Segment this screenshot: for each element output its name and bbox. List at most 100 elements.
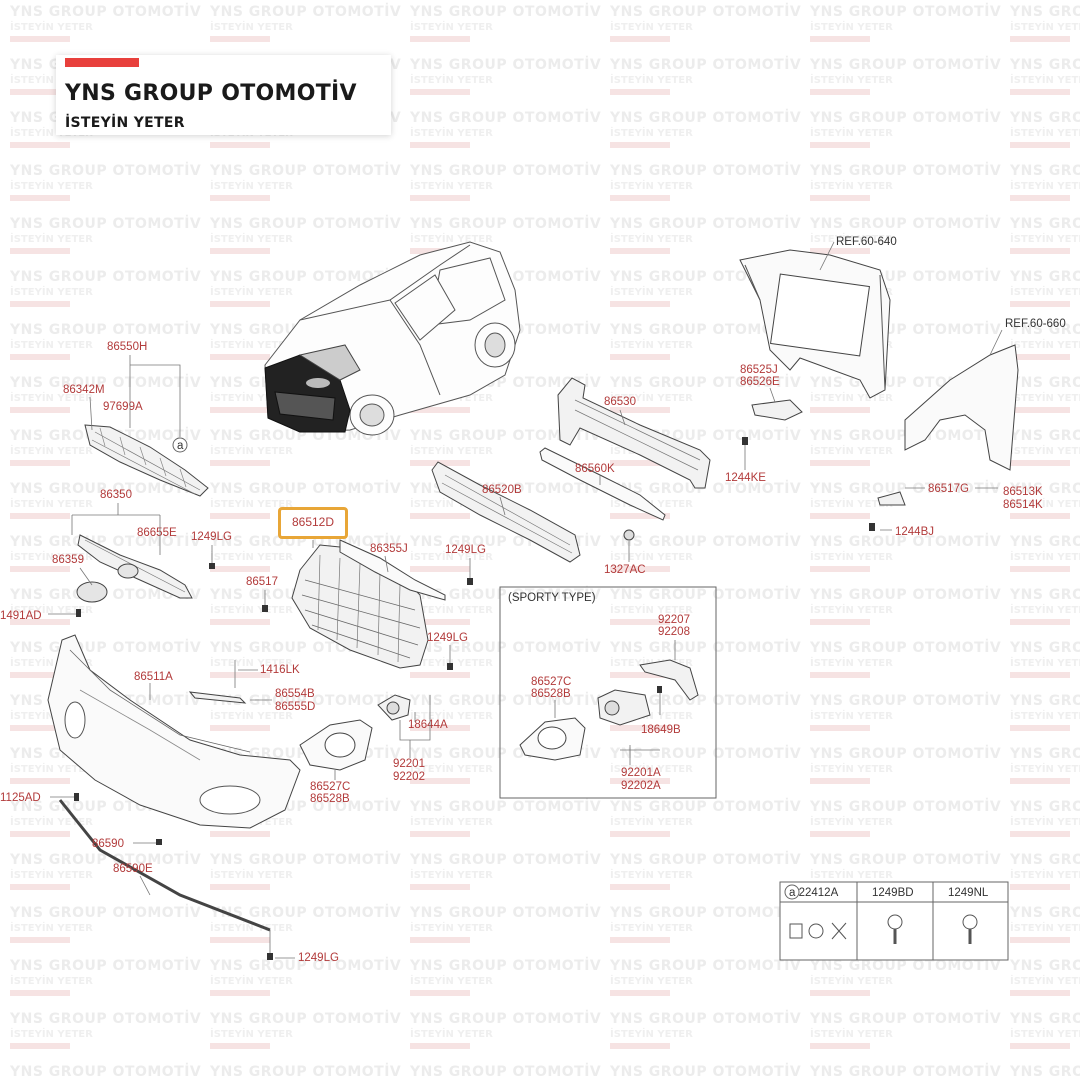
watermark-bar [410,566,470,572]
label-1327AC: 1327AC [604,564,646,576]
watermark-line1: YNS GROUP OTOMOTİV [810,534,1002,550]
watermark-line2: İSTEYİN YETER [610,340,693,351]
watermark-line2: İSTEYİN YETER [10,446,93,457]
watermark-line1: YNS GROUP OTOMOTİV [210,481,402,497]
watermark-bar [210,36,270,42]
watermark-bar [1010,937,1070,943]
watermark-line1: YNS GROUP OTOMOTİV [1010,693,1080,709]
grille-86350 [76,534,193,603]
watermark-bar [10,778,70,784]
label-86528B: 86528B [310,793,350,805]
upper-grille-86550H [84,424,209,497]
label-86350: 86350 [100,489,132,501]
watermark-line1: YNS GROUP OTOMOTİV [810,1064,1002,1080]
watermark-bar [810,195,870,201]
watermark-bar [410,619,470,625]
watermark-line2: İSTEYİN YETER [10,1029,93,1040]
watermark-line1: YNS GROUP OTOMOTİV [410,958,602,974]
watermark-line2: İSTEYİN YETER [1010,446,1080,457]
watermark-line2: İSTEYİN YETER [610,870,693,881]
watermark-line1: YNS GROUP OTOMOTİV [1010,4,1080,20]
label-92201: 92201 [393,758,425,770]
watermark-line2: İSTEYİN YETER [610,711,693,722]
watermark-line1: YNS GROUP OTOMOTİV [10,322,202,338]
watermark-line2: İSTEYİN YETER [10,817,93,828]
watermark-line1: YNS GROUP OTOMOTİV [1010,375,1080,391]
watermark-bar [810,248,870,254]
car-illustration [264,241,521,436]
watermark-bar [610,248,670,254]
watermark-line1: YNS GROUP OTOMOTİV [1010,57,1080,73]
fastener-header-1249NL: 1249NL [948,887,989,899]
watermark-bar [610,725,670,731]
watermark-line2: İSTEYİN YETER [410,1029,493,1040]
watermark-line2: İSTEYİN YETER [610,552,693,563]
watermark-line1: YNS GROUP OTOMOTİV [10,163,202,179]
bumper-beam-86530 [539,377,711,541]
watermark-line1: YNS GROUP OTOMOTİV [810,587,1002,603]
watermark-bar [610,831,670,837]
watermark-line1: YNS GROUP OTOMOTİV [410,693,602,709]
watermark-line1: YNS GROUP OTOMOTİV [1010,852,1080,868]
ref-60-640: REF.60-640 [836,236,897,248]
watermark-line1: YNS GROUP OTOMOTİV [410,799,602,815]
watermark-line1: YNS GROUP OTOMOTİV [1010,746,1080,762]
front-grille-86512D [291,539,446,669]
watermark-line1: YNS GROUP OTOMOTİV [810,799,1002,815]
watermark-line2: İSTEYİN YETER [10,923,93,934]
watermark-bar [1010,672,1070,678]
label-86514K: 86514K [1003,499,1043,511]
watermark-line2: İSTEYİN YETER [210,22,293,33]
watermark-bar [10,195,70,201]
watermark-bar [10,672,70,678]
watermark-bar [1010,301,1070,307]
watermark-line1: YNS GROUP OTOMOTİV [810,852,1002,868]
watermark-line1: YNS GROUP OTOMOTİV [210,958,402,974]
watermark-line2: İSTEYİN YETER [1010,181,1080,192]
watermark-bar [410,89,470,95]
watermark-line2: İSTEYİN YETER [210,870,293,881]
watermark-line2: İSTEYİN YETER [610,976,693,987]
watermark-bar [610,937,670,943]
watermark-bar [10,248,70,254]
watermark-line1: YNS GROUP OTOMOTİV [810,746,1002,762]
watermark-line1: YNS GROUP OTOMOTİV [610,4,802,20]
watermark-line1: YNS GROUP OTOMOTİV [10,1064,202,1080]
watermark-line2: İSTEYİN YETER [810,22,893,33]
watermark-line1: YNS GROUP OTOMOTİV [810,481,1002,497]
label-92201A: 92201A [621,767,661,779]
watermark-bar [1010,354,1070,360]
watermark-line1: YNS GROUP OTOMOTİV [1010,534,1080,550]
watermark-line2: İSTEYİN YETER [10,340,93,351]
watermark-bar [410,884,470,890]
watermark-line2: İSTEYİN YETER [1010,75,1080,86]
watermark-line2: İSTEYİN YETER [210,605,293,616]
watermark-bar [610,354,670,360]
watermark-line2: İSTEYİN YETER [810,976,893,987]
